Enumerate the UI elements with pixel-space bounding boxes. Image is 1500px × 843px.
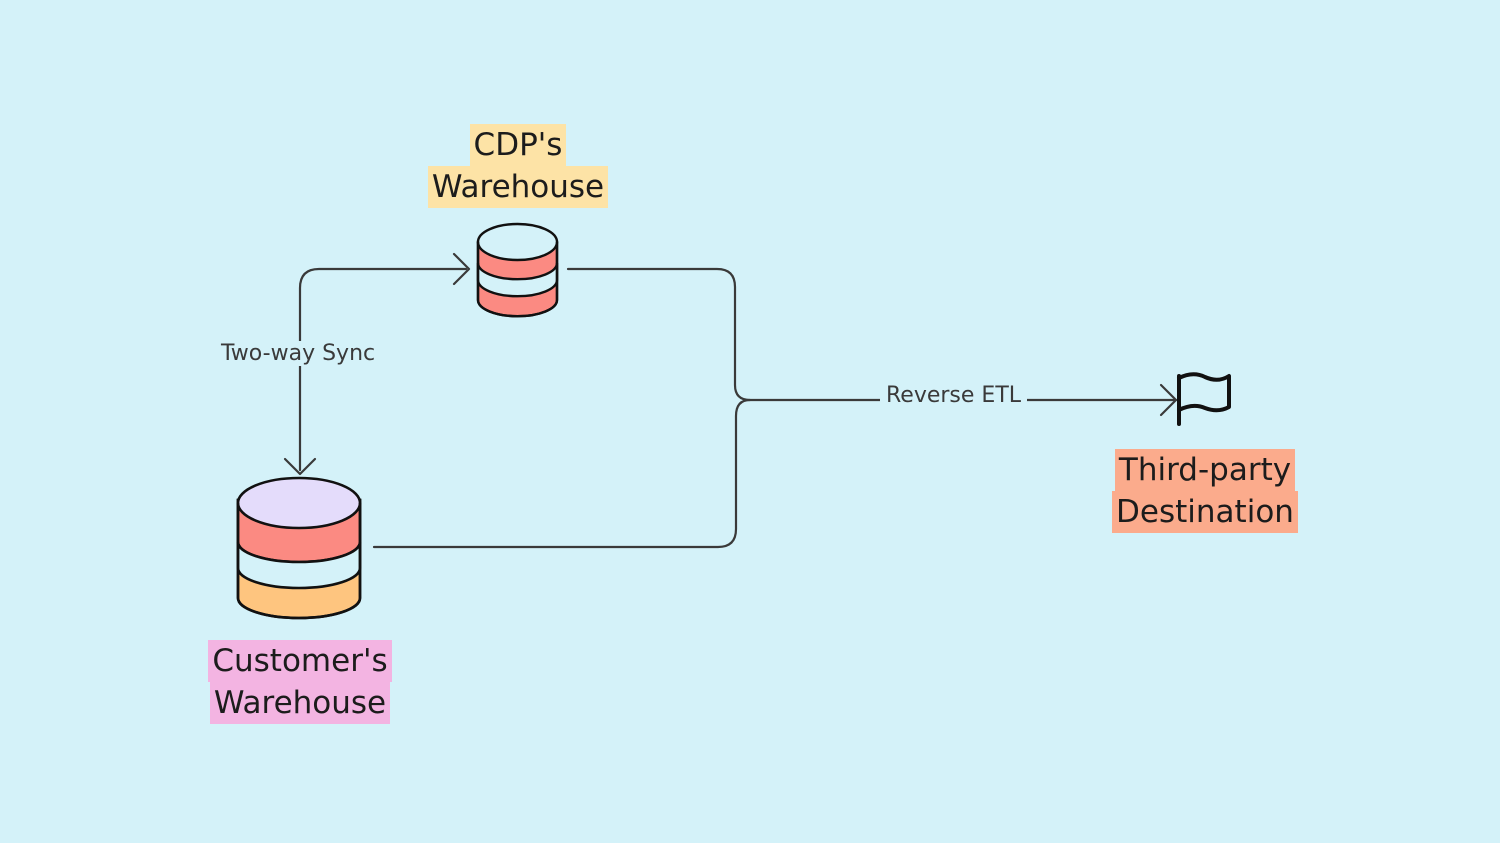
arrowhead-icon [1159, 383, 1178, 417]
database-icon [236, 476, 362, 620]
reverse-etl-label: Reverse ETL [880, 383, 1028, 408]
customer-warehouse-label-line1: Customer's [208, 640, 392, 682]
destination-label-line2: Destination [1112, 491, 1298, 533]
cdp-warehouse-label-line2: Warehouse [427, 166, 609, 208]
database-icon [476, 222, 559, 318]
arrowhead-icon [452, 252, 471, 286]
cdp-warehouse-label: CDP's Warehouse [418, 124, 618, 208]
destination-label: Third-party Destination [1095, 449, 1315, 533]
destination-label-line1: Third-party [1114, 449, 1296, 491]
flag-icon [1177, 372, 1231, 426]
arrowhead-icon [283, 457, 317, 476]
cdp-warehouse-label-line1: CDP's [469, 124, 567, 166]
two-way-sync-label: Two-way Sync [218, 341, 379, 366]
reverse-etl-connector[interactable] [372, 267, 1178, 549]
customer-warehouse-label-line2: Warehouse [209, 682, 391, 724]
two-way-sync-connector[interactable] [283, 252, 471, 476]
customer-warehouse-label: Customer's Warehouse [190, 640, 410, 724]
